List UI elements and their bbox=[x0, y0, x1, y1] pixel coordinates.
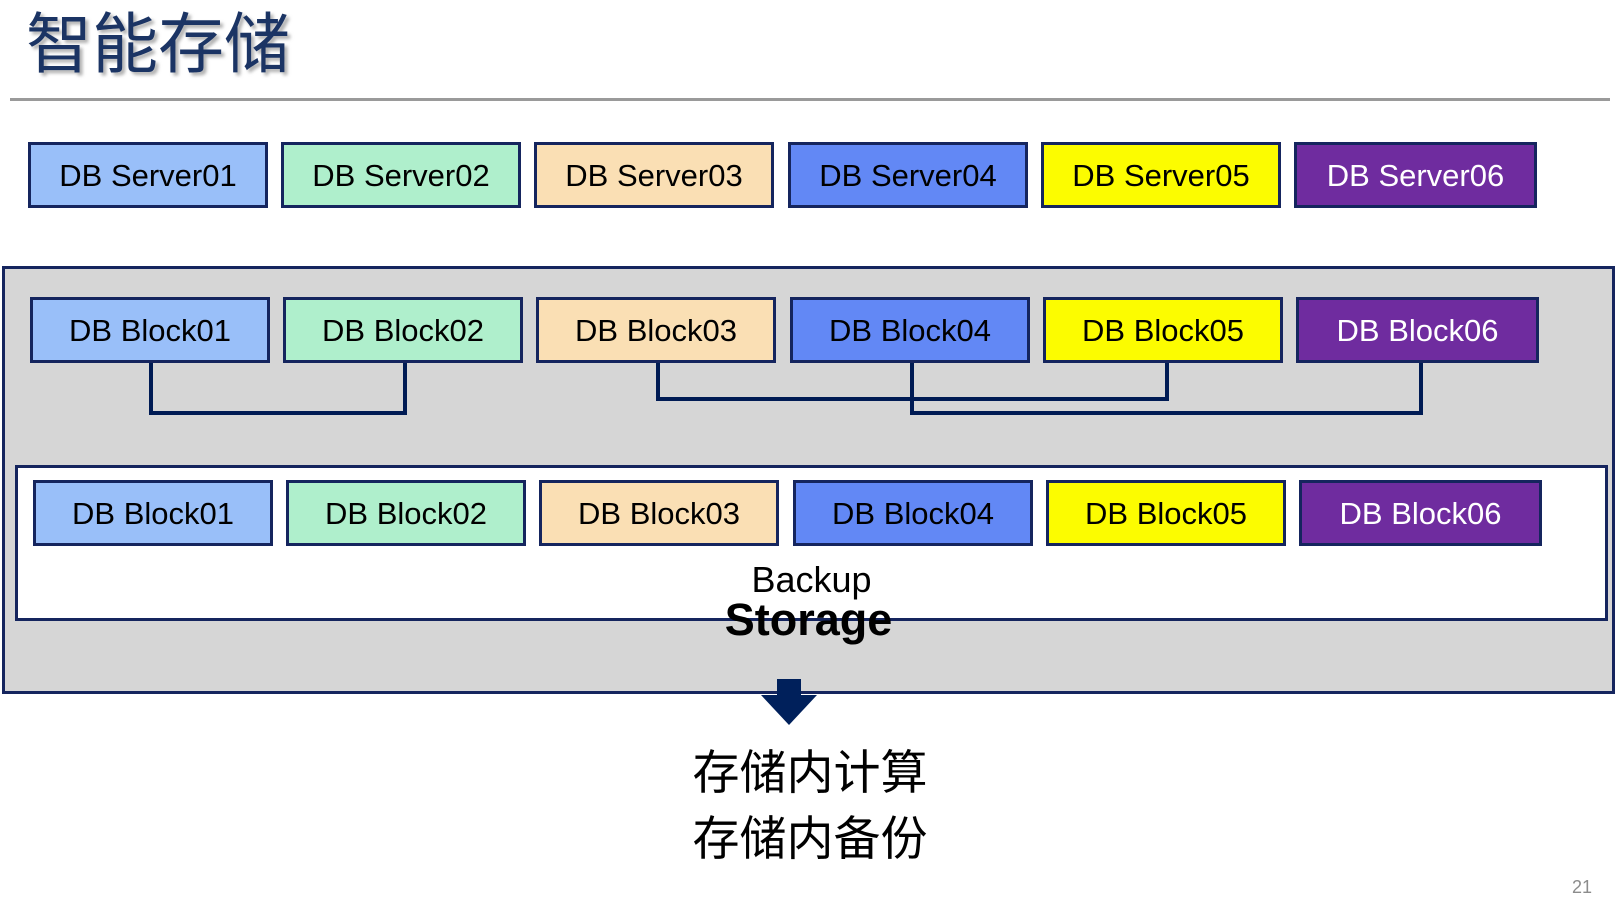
backup-block-box-label: DB Block02 bbox=[325, 495, 487, 531]
backup-block-box-6[interactable]: DB Block06 bbox=[1299, 480, 1542, 546]
backup-block-box-label: DB Block05 bbox=[1085, 495, 1247, 531]
connector-block06 bbox=[1419, 363, 1423, 415]
db-server-box-label: DB Server04 bbox=[819, 157, 997, 193]
down-arrow-icon bbox=[761, 679, 817, 725]
backup-panel: DB Block01 DB Block02 DB Block03 DB Block04… bbox=[15, 465, 1608, 621]
db-server-box-label: DB Server03 bbox=[565, 157, 743, 193]
connector-block05 bbox=[1165, 363, 1169, 401]
connector-bracket-04-06 bbox=[910, 411, 1423, 415]
storage-label: Storage bbox=[724, 594, 893, 645]
db-block-box-label: DB Block03 bbox=[575, 312, 737, 348]
db-block-box-4[interactable]: DB Block04 bbox=[790, 297, 1030, 363]
page-title: 智能存储 bbox=[26, 7, 290, 81]
db-block-box-label: DB Block02 bbox=[322, 312, 484, 348]
db-block-box-label: DB Block01 bbox=[69, 312, 231, 348]
db-block-box-label: DB Block04 bbox=[829, 312, 991, 348]
backup-block-box-label: DB Block01 bbox=[72, 495, 234, 531]
title-divider bbox=[10, 98, 1610, 101]
connector-bracket-01-02 bbox=[149, 411, 407, 415]
backup-block-box-1[interactable]: DB Block01 bbox=[33, 480, 273, 546]
db-block-box-6[interactable]: DB Block06 bbox=[1296, 297, 1539, 363]
backup-block-box-4[interactable]: DB Block04 bbox=[793, 480, 1033, 546]
connector-block03 bbox=[656, 363, 660, 401]
backup-label: Backup bbox=[751, 559, 872, 600]
storage-container: DB Block01 DB Block02 DB Block03 DB Block04… bbox=[2, 266, 1615, 725]
backup-block-box-label: DB Block04 bbox=[832, 495, 994, 531]
caption-line-1: 存储内计算 bbox=[692, 746, 928, 799]
connector-block01 bbox=[149, 363, 153, 415]
db-server-box-6[interactable]: DB Server06 bbox=[1294, 142, 1537, 208]
db-block-box-5[interactable]: DB Block05 bbox=[1043, 297, 1283, 363]
backup-block-box-label: DB Block03 bbox=[578, 495, 740, 531]
connector-block04 bbox=[910, 363, 914, 415]
db-server-box-4[interactable]: DB Server04 bbox=[788, 142, 1028, 208]
db-block-box-3[interactable]: DB Block03 bbox=[536, 297, 776, 363]
caption-line-2: 存储内备份 bbox=[692, 812, 928, 865]
backup-block-box-label: DB Block06 bbox=[1339, 495, 1502, 531]
db-server-box-3[interactable]: DB Server03 bbox=[534, 142, 774, 208]
db-server-box-label: DB Server02 bbox=[312, 157, 490, 193]
db-block-box-label: DB Block05 bbox=[1082, 312, 1244, 348]
page-number: 21 bbox=[1571, 877, 1592, 897]
db-server-box-5[interactable]: DB Server05 bbox=[1041, 142, 1281, 208]
db-block-box-1[interactable]: DB Block01 bbox=[30, 297, 270, 363]
caption-block: 存储内计算存储内备份 bbox=[0, 740, 1620, 872]
backup-block-box-2[interactable]: DB Block02 bbox=[286, 480, 526, 546]
db-server-box-label: DB Server01 bbox=[59, 157, 237, 193]
connector-block02 bbox=[403, 363, 407, 415]
arrow-head bbox=[761, 695, 817, 725]
backup-block-box-3[interactable]: DB Block03 bbox=[539, 480, 779, 546]
arrow-shaft bbox=[777, 679, 801, 699]
db-server-box-label: DB Server05 bbox=[1072, 157, 1250, 193]
db-server-box-label: DB Server06 bbox=[1326, 157, 1505, 193]
db-server-box-1[interactable]: DB Server01 bbox=[28, 142, 268, 208]
db-server-box-2[interactable]: DB Server02 bbox=[281, 142, 521, 208]
db-block-box-label: DB Block06 bbox=[1336, 312, 1499, 348]
backup-block-box-5[interactable]: DB Block05 bbox=[1046, 480, 1286, 546]
db-block-box-2[interactable]: DB Block02 bbox=[283, 297, 523, 363]
